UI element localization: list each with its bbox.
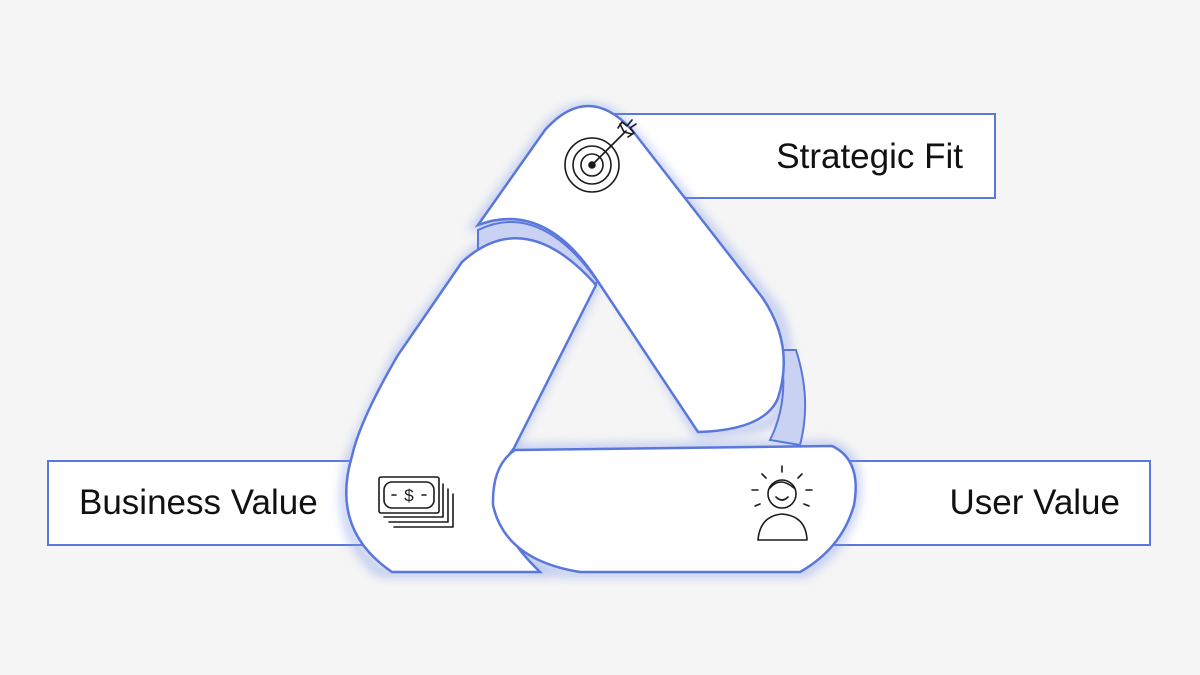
target-arrow-icon bbox=[564, 119, 637, 193]
strategic-fit-label: Strategic Fit bbox=[776, 137, 963, 176]
svg-text:$: $ bbox=[404, 486, 414, 505]
happy-user-icon bbox=[751, 465, 813, 541]
ribbon-strategic-fit bbox=[474, 104, 786, 434]
user-value-label: User Value bbox=[949, 483, 1120, 522]
ribbon-business-value bbox=[345, 237, 598, 574]
business-value-label: Business Value bbox=[79, 483, 318, 522]
cash-stack-icon: $ bbox=[378, 476, 454, 528]
ribbon-user-value bbox=[491, 444, 857, 574]
